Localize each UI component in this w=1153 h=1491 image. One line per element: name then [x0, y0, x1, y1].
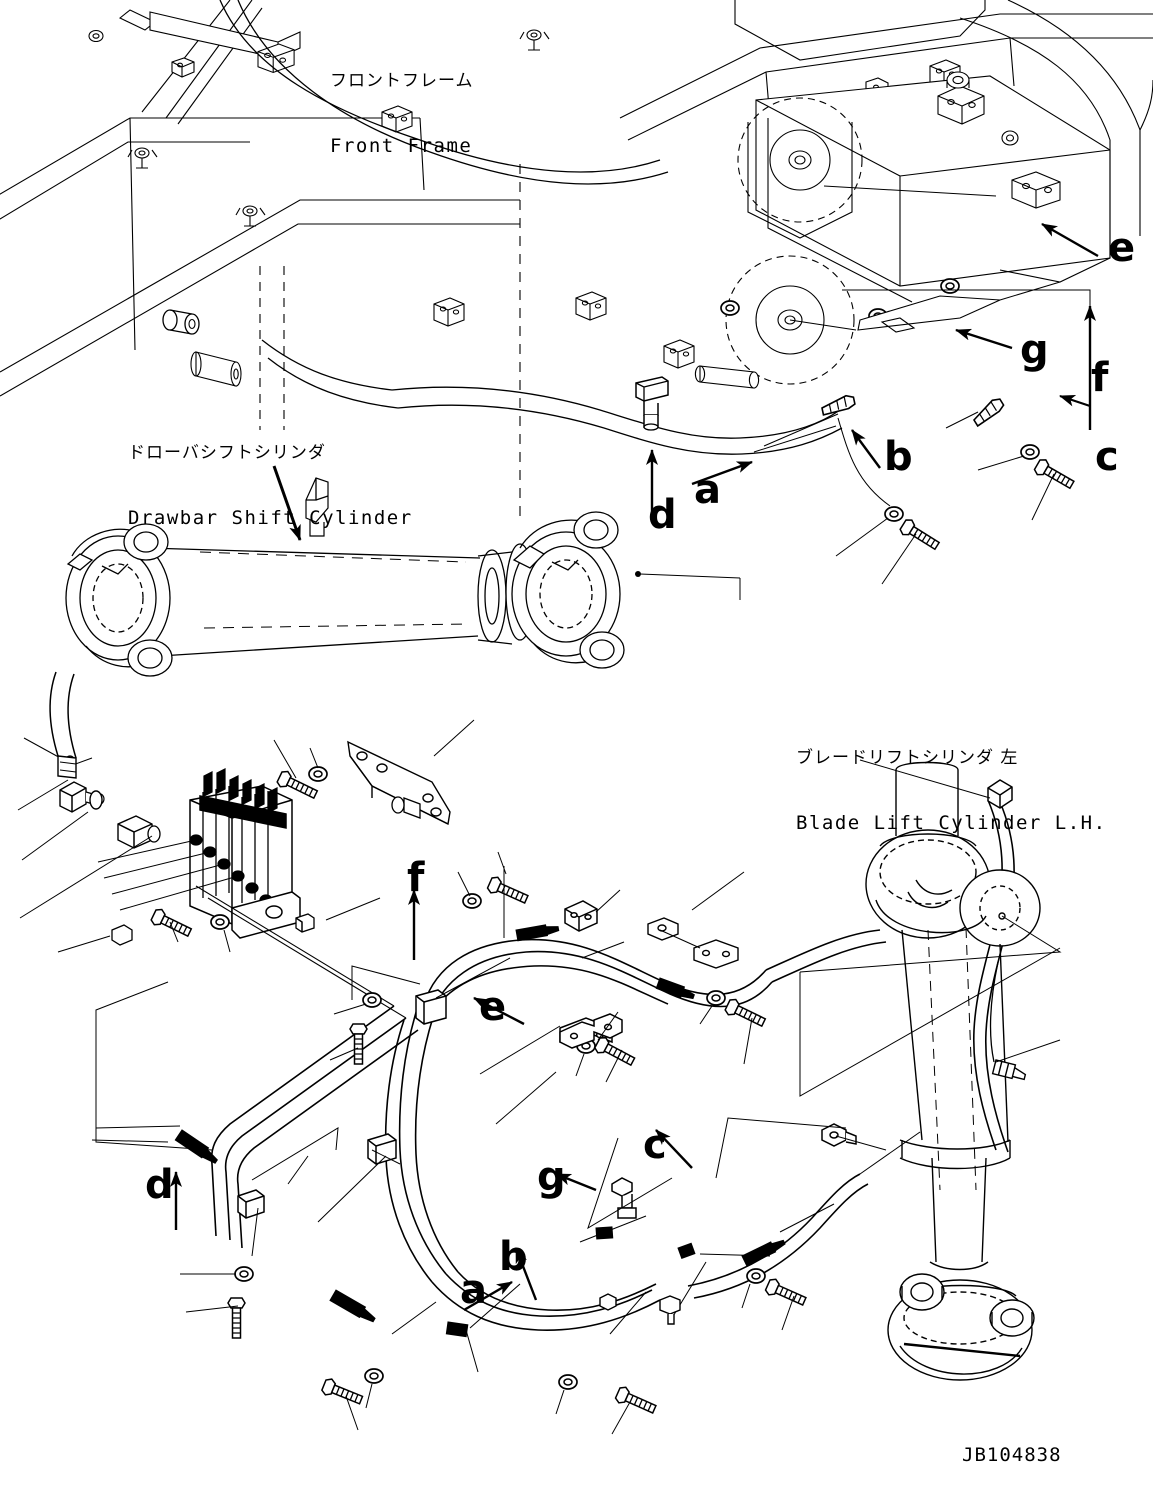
- hose-crimp-fittings: [174, 924, 786, 1338]
- lower-hose-network: [195, 799, 1015, 1331]
- callout-g-upper: g: [1020, 327, 1049, 373]
- hose-saddle-clamps: [237, 900, 739, 1219]
- label-blade-lift-cylinder-lh-en: Blade Lift Cylinder L.H.: [796, 811, 1107, 834]
- front-frame-assembly: [0, 0, 961, 520]
- upper-leader-lines: [753, 185, 1091, 453]
- elbow-fittings: [611, 779, 1013, 1219]
- callout-g-lower: g: [537, 1154, 566, 1200]
- lower-misc-parts: [599, 1293, 681, 1325]
- front-frame-pivot-section: [619, 0, 1153, 389]
- callout-d-lower: d: [145, 1162, 174, 1208]
- lower-leader-lines: [91, 866, 887, 1373]
- callout-a-lower: a: [460, 1267, 487, 1313]
- lower-hardware: [180, 851, 809, 1435]
- callout-c-upper: c: [1095, 434, 1119, 480]
- callout-e-upper: e: [1108, 225, 1136, 271]
- drawbar-shift-cylinder: [65, 465, 741, 677]
- label-front-frame: フロントフレーム Front Frame: [330, 30, 474, 199]
- label-drawbar-shift-cylinder-en: Drawbar Shift Cylinder: [128, 506, 413, 529]
- callout-b-lower: b: [499, 1234, 528, 1280]
- callout-d-upper: d: [648, 492, 677, 538]
- upper-callout-arrows: [646, 222, 1099, 520]
- label-front-frame-en: Front Frame: [330, 134, 473, 157]
- blade-cylinder-leaders: [799, 759, 1062, 1175]
- label-drawbar-shift-cylinder-jp: ドローバシフトシリンダ: [128, 442, 326, 463]
- callout-c-lower: c: [643, 1122, 667, 1168]
- valve-manifold-assembly: [17, 671, 475, 953]
- callout-a-upper: a: [694, 467, 721, 513]
- callout-f-upper: f: [1091, 355, 1109, 401]
- callout-f-lower: f: [407, 855, 425, 901]
- upper-hydraulic-line: [261, 339, 843, 455]
- callout-b-upper: b: [884, 434, 913, 480]
- label-drawbar-shift-cylinder: ドローバシフトシリンダ Drawbar Shift Cylinder: [128, 402, 413, 571]
- drawing-number: JB104838: [962, 1444, 1062, 1466]
- lower-callout-arrows: [170, 889, 693, 1312]
- callout-e-lower: e: [479, 984, 507, 1030]
- label-blade-lift-cylinder-lh: ブレードリフトシリンダ 左 Blade Lift Cylinder L.H.: [796, 707, 1107, 876]
- label-front-frame-jp: フロントフレーム: [330, 70, 474, 91]
- upper-right-hardware: [763, 393, 1077, 585]
- label-blade-lift-cylinder-lh-jp: ブレードリフトシリンダ 左: [796, 747, 1019, 768]
